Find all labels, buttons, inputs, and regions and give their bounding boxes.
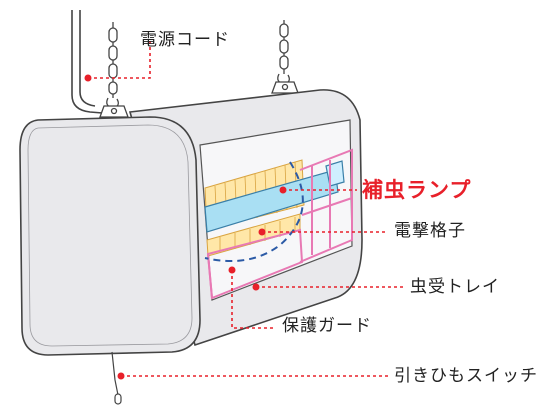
leader-line-power-cord [88, 40, 151, 79]
leader-dot-pull-switch [117, 372, 125, 380]
leader-dot-power-cord [84, 74, 92, 82]
label-protective-guard: 保護ガード [282, 316, 372, 336]
front-panel-inner-edge [27, 124, 193, 347]
leader-line-guard [231, 270, 275, 329]
left-hanging-chain [99, 22, 129, 118]
protective-guard [206, 148, 353, 300]
label-power-cord: 電源コード [140, 30, 230, 50]
leader-dot-tray [252, 283, 260, 291]
leader-dot-grid [258, 228, 266, 236]
label-electric-grid: 電撃格子 [394, 221, 466, 241]
label-pull-switch: 引きひもスイッチ [394, 366, 538, 386]
leader-dot-guard [228, 266, 236, 274]
label-insect-tray: 虫受トレイ [410, 277, 500, 297]
leader-dot-lamp [279, 186, 287, 194]
label-lamp: 補虫ランプ [362, 178, 472, 202]
pull-switch-cord [111, 351, 122, 405]
interior-guide-dashed [204, 161, 304, 263]
power-cord [71, 10, 116, 115]
front-panel [19, 116, 201, 356]
right-hanging-chain [271, 20, 299, 94]
